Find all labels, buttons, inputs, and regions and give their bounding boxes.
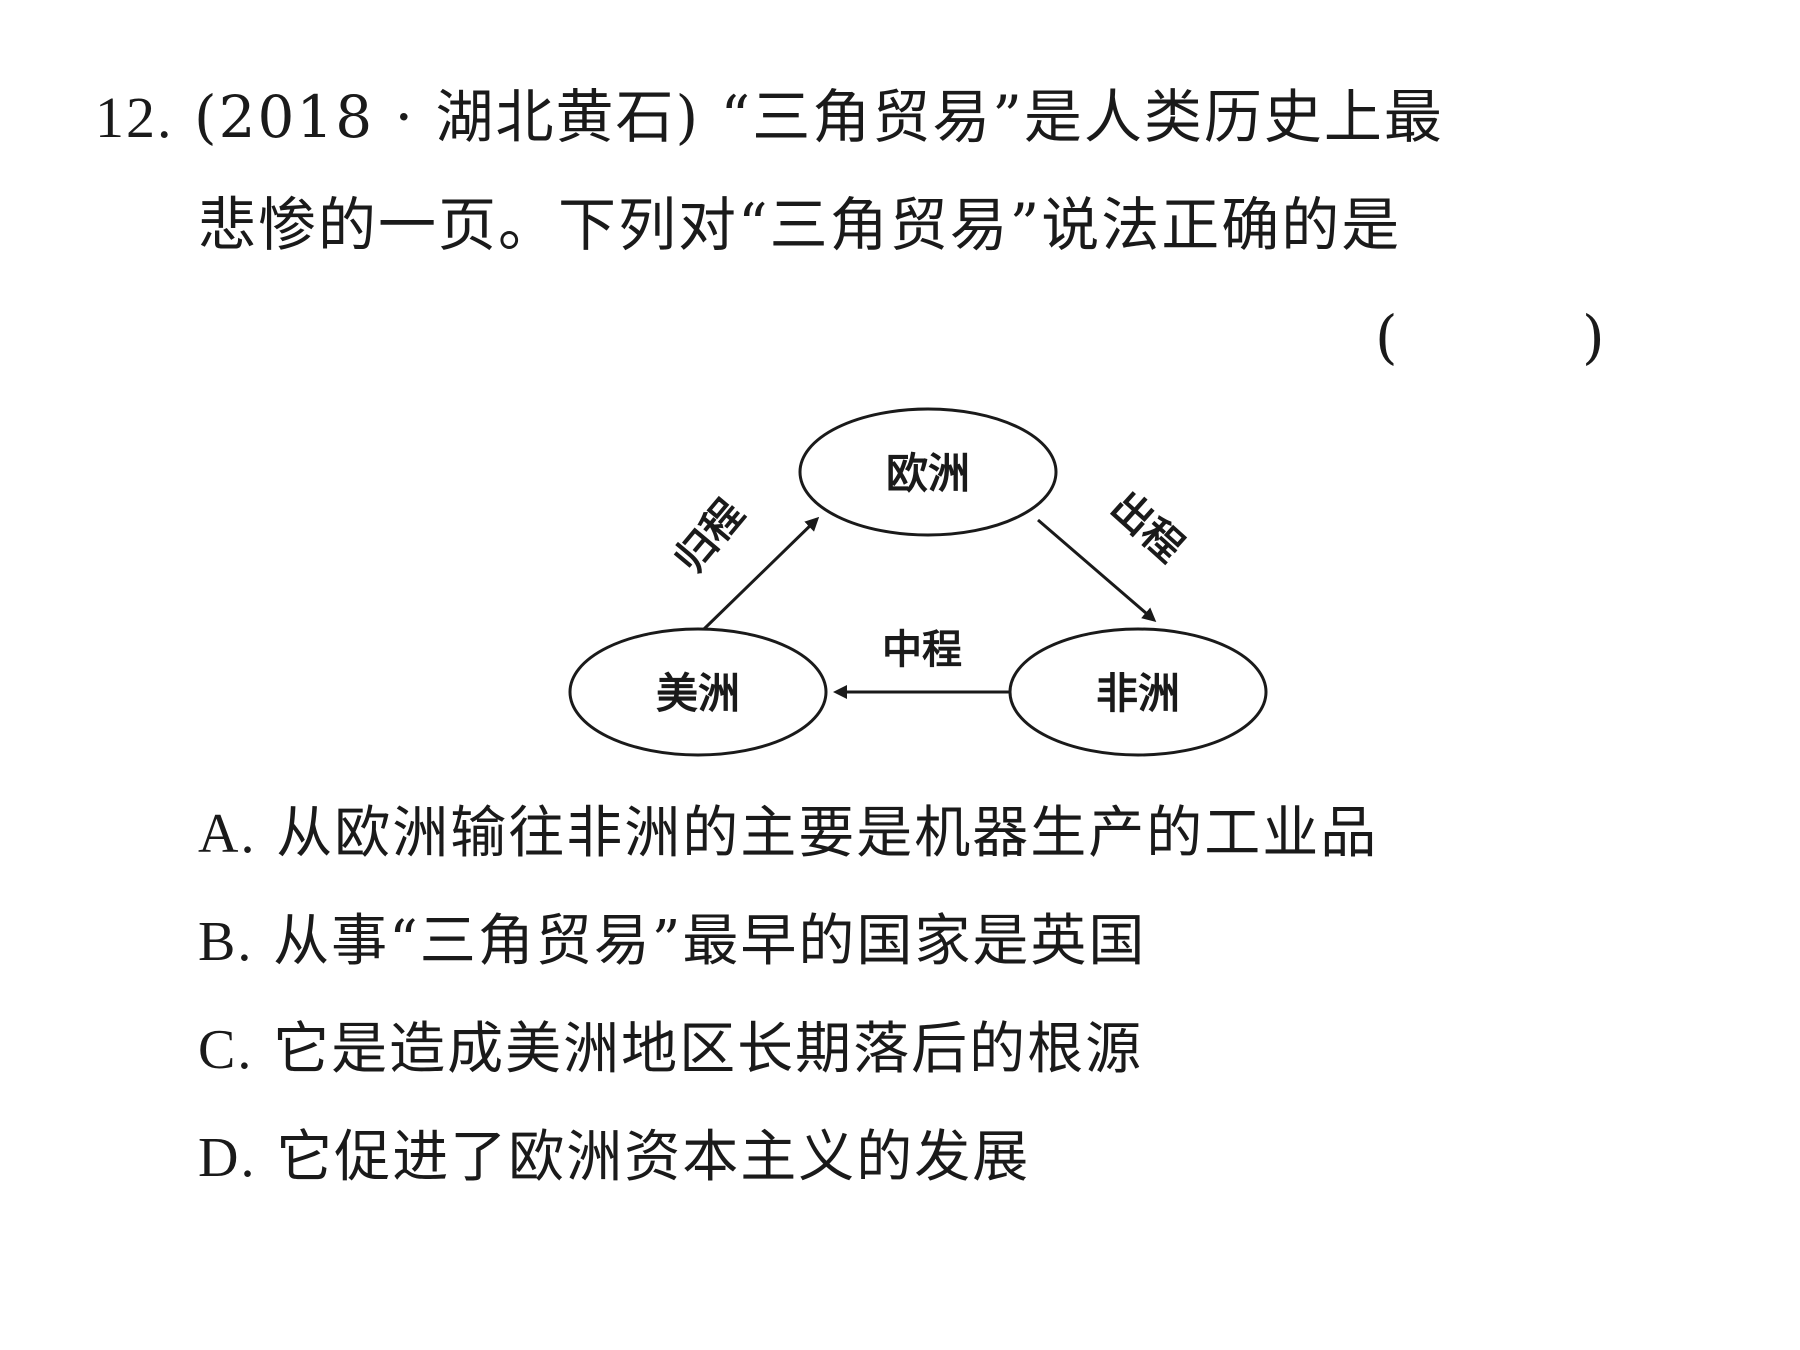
question-number: 12. (95, 85, 174, 150)
option-b-letter: B. (198, 911, 254, 973)
node-africa: 非洲 (1008, 627, 1268, 757)
question-source: (2018 · 湖北黄石) (193, 83, 701, 151)
option-a-letter: A. (198, 803, 257, 865)
triangle-trade-diagram: 欧洲 美洲 非洲 出程 中程 归程 (560, 395, 1280, 775)
node-america: 美洲 (568, 627, 828, 757)
node-america-label: 美洲 (656, 669, 740, 718)
option-c[interactable]: C. 它是造成美洲地区长期落后的根源 (198, 1016, 1143, 1084)
question-stem-part-1: “三角贸易”是人类历史上最 (720, 83, 1444, 151)
question-stem-line-2: 悲惨的一页。下列对“三角贸易”说法正确的是 (198, 191, 1402, 259)
answer-blank: ( ) (1375, 303, 1605, 371)
option-b[interactable]: B. 从事“三角贸易”最早的国家是英国 (198, 908, 1146, 976)
node-africa-label: 非洲 (1096, 669, 1180, 718)
option-a[interactable]: A. 从欧洲输往非洲的主要是机器生产的工业品 (198, 800, 1378, 868)
arrow-outbound (1037, 518, 1157, 622)
option-c-text: 它是造成美洲地区长期落后的根源 (273, 1017, 1144, 1082)
option-d-text: 它促进了欧洲资本主义的发展 (276, 1125, 1031, 1190)
option-b-text: 从事“三角贸易”最早的国家是英国 (273, 909, 1147, 974)
arrow-return (702, 516, 820, 631)
question-stem-line-1: 12. (2018 · 湖北黄石) “三角贸易”是人类历史上最 (95, 82, 1444, 153)
leg-outbound-label: 出程 (1102, 483, 1192, 571)
option-c-letter: C. (198, 1019, 254, 1081)
node-europe: 欧洲 (798, 407, 1058, 537)
option-a-text: 从欧洲输往非洲的主要是机器生产的工业品 (276, 801, 1379, 866)
triangle-trade-svg: 欧洲 美洲 非洲 出程 中程 归程 (568, 407, 1268, 757)
option-d-letter: D. (198, 1127, 257, 1189)
option-d[interactable]: D. 它促进了欧洲资本主义的发展 (198, 1124, 1030, 1192)
leg-middle-label: 中程 (882, 627, 962, 673)
node-europe-label: 欧洲 (886, 449, 970, 498)
leg-return-label: 归程 (667, 491, 754, 582)
